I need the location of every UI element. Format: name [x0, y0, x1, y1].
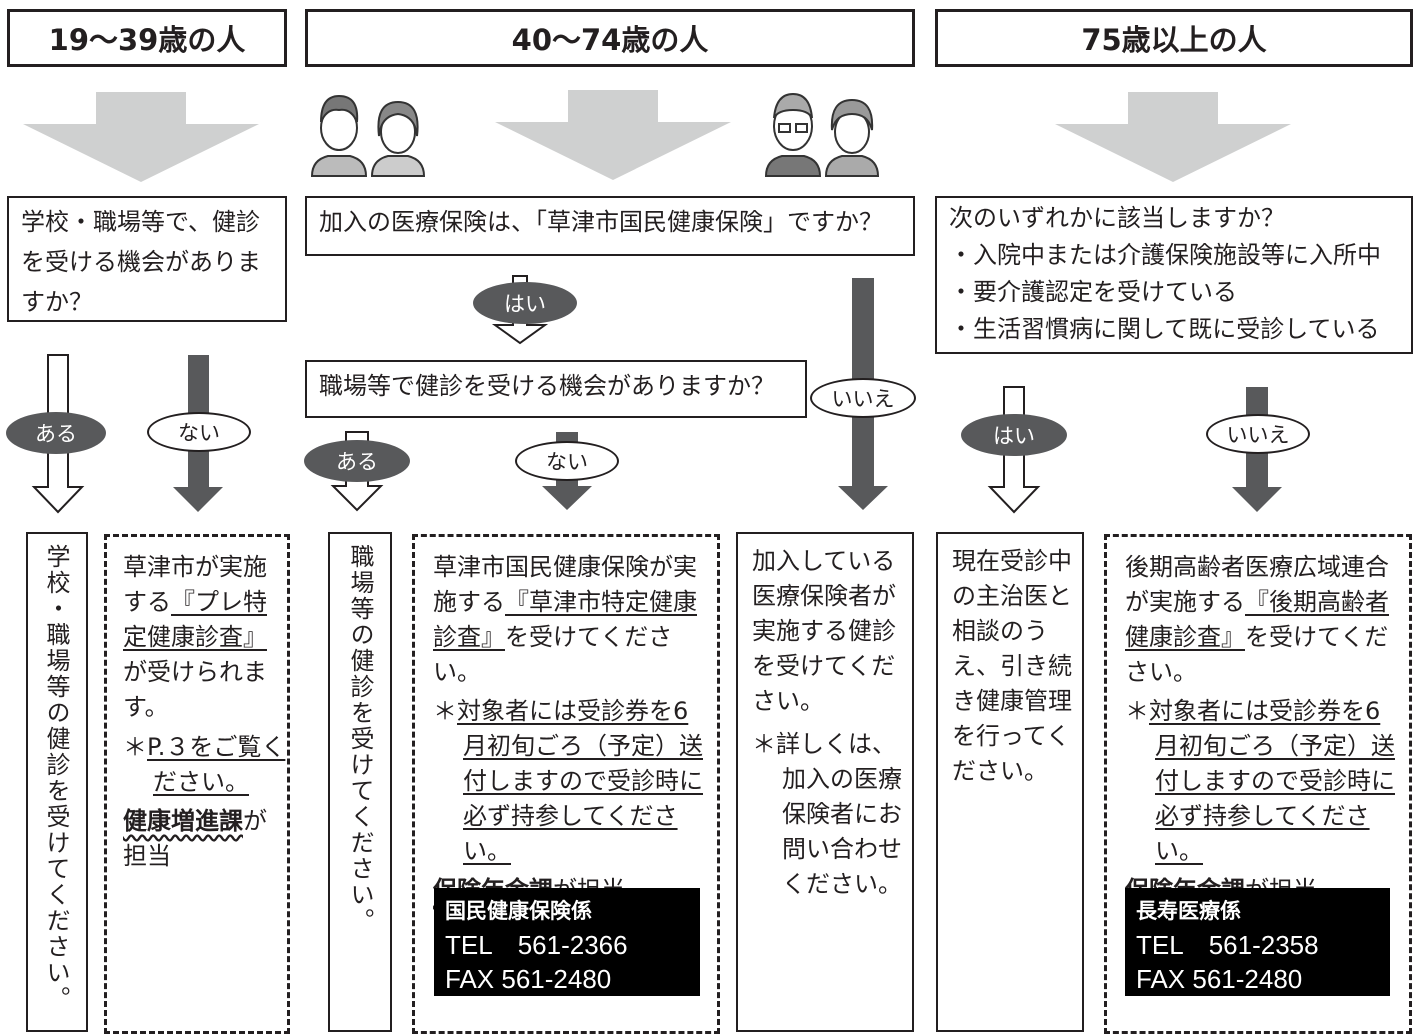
header-75-plus-label: 75歳以上の人 — [1081, 23, 1267, 57]
header-19-39-label: 19〜39歳の人 — [48, 23, 246, 57]
question-kokuho-text: 加入の医療保険は、「草津市国民健康保険」ですか？ — [319, 208, 883, 236]
young-couple-icon — [310, 94, 426, 177]
note-mark: ＊ — [433, 697, 457, 725]
question-young-text: 学校・職場等で、健診を受ける機会がありますか？ — [21, 208, 261, 316]
question-old-title: 次のいずれかに該当しますか？ — [949, 204, 1285, 232]
result-pre-note: P.３をご覧ください。 — [147, 733, 286, 796]
result-doctor-box: 現在受診中の主治医と相談のうえ、引き続き健康管理を行ってください。 — [936, 532, 1084, 1032]
badge-iie-kokuho-label: いいえ — [831, 387, 895, 411]
note-mark: ＊ — [1125, 697, 1149, 725]
result-workplace-box: 職場等の健診を受けてください。 — [328, 532, 392, 1032]
badge-iie-kokuho: いいえ — [810, 378, 916, 418]
badge-nai-workplace-label: ない — [546, 450, 588, 474]
kokuho-checkup-name: 『草津市特定健康診査』 — [433, 588, 697, 651]
badge-iie-old: いいえ — [1206, 414, 1310, 454]
question-workplace-text: 職場等で健診を受ける機会がありますか？ — [319, 372, 775, 400]
pre-checkup-name: 『プレ特定健康診査』 — [123, 588, 267, 651]
result-kouki-note: 対象者には受診券を6月初旬ごろ（予定）送付しますので受診時に必ず持参してください… — [1149, 697, 1395, 865]
note-mark: ＊ — [123, 733, 147, 761]
top-arrows-layer — [23, 90, 1291, 182]
result-kouki-text-2: を受けてください。 — [1125, 623, 1389, 686]
badge-nai-young-label: ない — [178, 421, 220, 445]
result-pre-box: 草津市が実施する『プレ特定健康診査』が受けられます。 ＊P.３をご覧ください。 … — [104, 534, 290, 1034]
kouki-checkup-name: 『後期高齢者健康診査』 — [1125, 588, 1389, 651]
big-down-arrow-middle — [495, 90, 731, 180]
question-kokuho-box: 加入の医療保険は、「草津市国民健康保険」ですか？ — [305, 196, 915, 256]
result-other-insurer-box: 加入している医療保険者が実施する健診を受けてください。 ＊詳しくは、加入の医療保… — [736, 532, 914, 1032]
result-kokuho-box: 草津市国民健康保険が実施する『草津市特定健康診査』を受けてください。 ＊対象者に… — [412, 534, 720, 1034]
badge-nai-young: ない — [147, 412, 251, 452]
contact-kouki-fax: FAX 561-2480 — [1136, 964, 1303, 994]
badge-hai-old: はい — [961, 414, 1067, 456]
contact-kouki-name: 長寿医療係 — [1136, 899, 1241, 923]
badge-hai-kokuho: はい — [473, 282, 577, 324]
elderly-couple-icon — [764, 92, 880, 177]
badge-iie-old-label: いいえ — [1226, 423, 1290, 447]
contact-kokuho-box: 国民健康保険係 TEL 561-2366 FAX 561-2480 — [434, 888, 700, 996]
badge-aru-young: ある — [6, 412, 106, 454]
contact-kokuho-tel: TEL 561-2366 — [445, 930, 628, 960]
header-40-74: 40〜74歳の人 — [305, 9, 915, 67]
dept-kenko-zoshin: 健康増進課 — [123, 807, 243, 835]
result-doctor-text: 現在受診中の主治医と相談のうえ、引き続き健康管理を行ってください。 — [952, 547, 1072, 785]
badge-aru-young-label: ある — [35, 422, 77, 446]
badge-hai-old-label: はい — [993, 424, 1035, 448]
result-pre-text-1: 草津市が実施する — [123, 553, 267, 616]
badge-nai-workplace: ない — [515, 441, 619, 481]
badge-hai-kokuho-label: はい — [504, 292, 546, 316]
contact-kouki-box: 長寿医療係 TEL 561-2358 FAX 561-2480 — [1125, 888, 1390, 996]
question-old-item: ・要介護認定を受けている — [949, 278, 1237, 306]
big-down-arrow-young — [23, 92, 259, 182]
result-kokuho-text-2: を受けてください。 — [433, 623, 673, 686]
result-kokuho-note: 対象者には受診券を6月初旬ごろ（予定）送付しますので受診時に必ず持参してください… — [457, 697, 703, 865]
note-mark: ＊ — [752, 730, 776, 758]
header-40-74-label: 40〜74歳の人 — [511, 23, 709, 57]
result-workplace-text: 職場等の健診を受けてください。 — [346, 544, 374, 934]
contact-kokuho-name: 国民健康保険係 — [445, 899, 592, 923]
contact-kokuho-fax: FAX 561-2480 — [445, 964, 612, 994]
result-kouki-box: 後期高齢者医療広域連合が実施する『後期高齢者健康診査』を受けてください。 ＊対象… — [1104, 534, 1412, 1034]
dept-suffix: が担当 — [123, 807, 267, 870]
big-down-arrow-old — [1055, 92, 1291, 182]
question-workplace-box: 職場等で健診を受ける機会がありますか？ — [305, 360, 807, 418]
badge-aru-workplace: ある — [304, 440, 410, 482]
question-young-box: 学校・職場等で、健診を受ける機会がありますか？ — [7, 196, 287, 322]
badge-aru-workplace-label: ある — [336, 450, 378, 474]
header-19-39: 19〜39歳の人 — [7, 9, 287, 67]
result-other-insurer-note: 詳しくは、加入の医療保険者にお問い合わせください。 — [776, 730, 902, 898]
result-school-text: 学校・職場等の健診を受けてください。 — [42, 544, 70, 1012]
contact-kouki-tel: TEL 561-2358 — [1136, 930, 1319, 960]
result-school-box: 学校・職場等の健診を受けてください。 — [26, 532, 88, 1032]
question-old-box: 次のいずれかに該当しますか？ ・入院中または介護保険施設等に入所中 ・要介護認定… — [935, 196, 1413, 354]
result-kouki-text-1: 後期高齢者医療広域連合が実施する — [1125, 553, 1389, 616]
result-pre-text-2: が受けられます。 — [123, 658, 267, 721]
question-old-item: ・入院中または介護保険施設等に入所中 — [949, 241, 1381, 269]
header-75-plus: 75歳以上の人 — [935, 9, 1413, 67]
result-other-insurer-text: 加入している医療保険者が実施する健診を受けてください。 — [752, 547, 896, 715]
question-old-item: ・生活習慣病に関して既に受診している — [949, 315, 1380, 343]
result-kokuho-text-1: 草津市国民健康保険が実施する — [433, 553, 697, 616]
